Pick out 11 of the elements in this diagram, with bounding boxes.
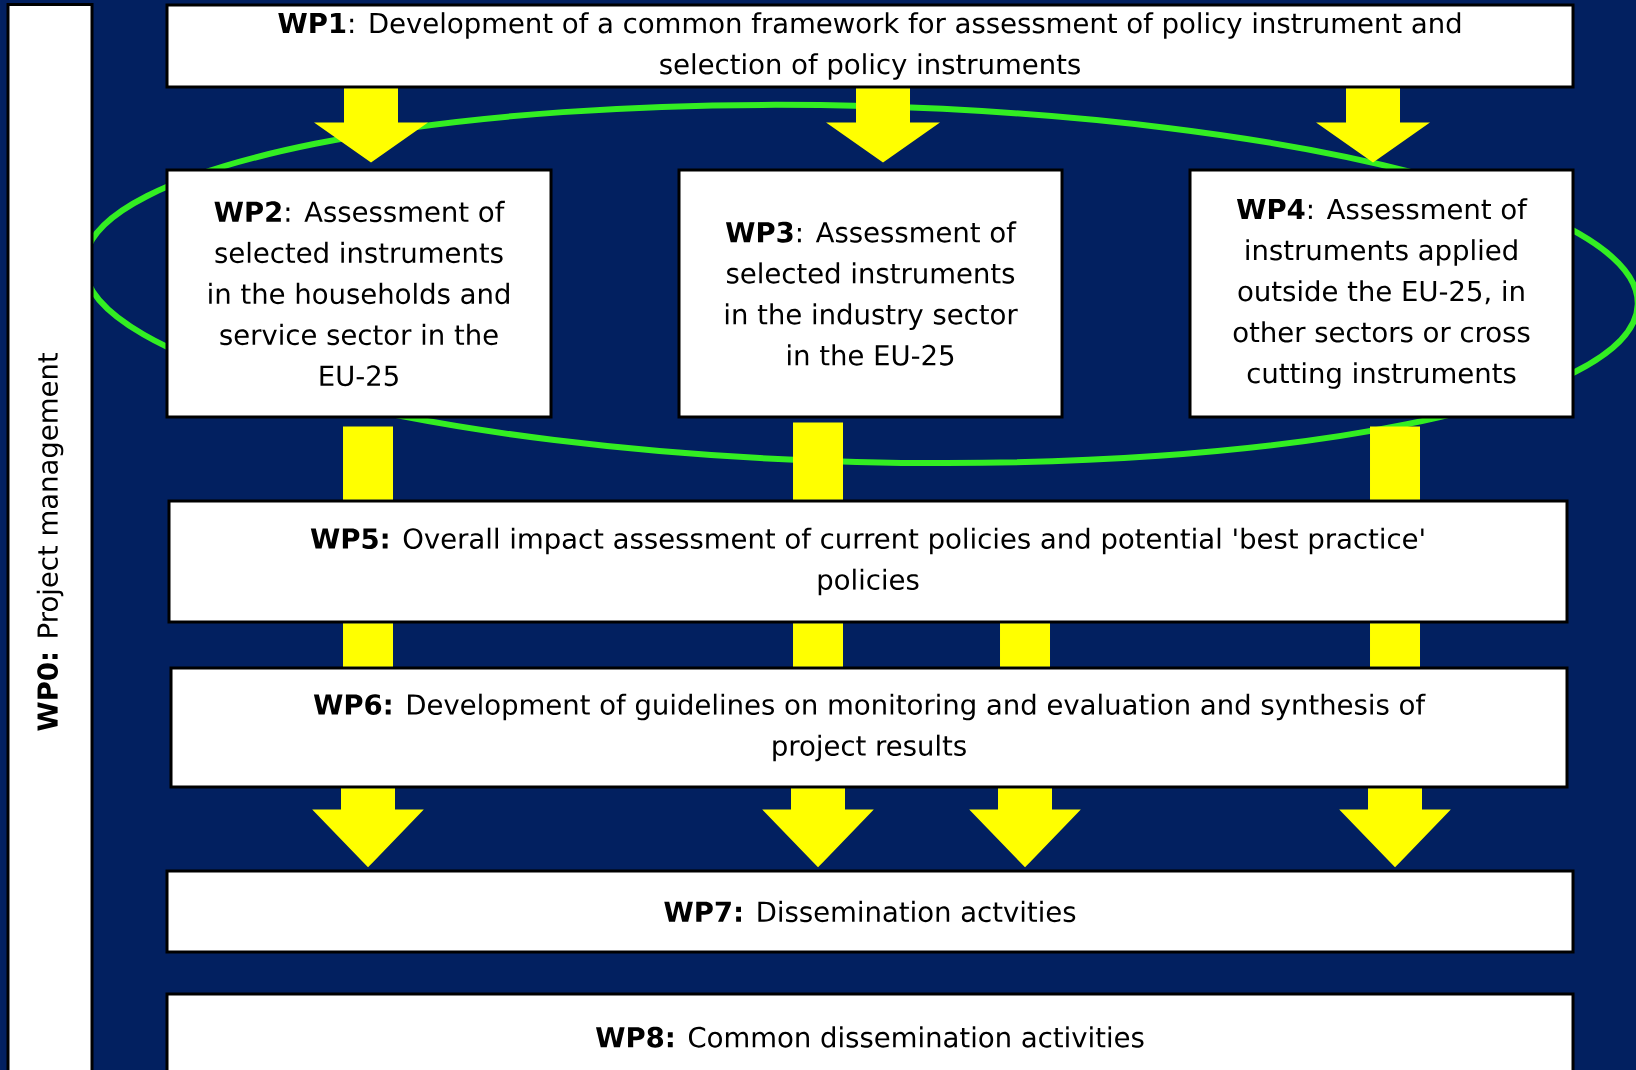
- work-package-box: WP4: Assessment of instruments applied outside the EU-25, in other sectors or cross cutting instruments: [1188, 168, 1575, 419]
- work-package-box: WP8: Common dissemination activities: [165, 992, 1575, 1070]
- work-package-box: WP0: Project management: [6, 3, 94, 1070]
- work-package-box: WP1: Development of a common framework for assessment of policy instrument and selection of policy instruments: [165, 3, 1575, 89]
- connector-bar: [343, 426, 393, 500]
- work-package-box: WP2: Assessment of selected instruments in the households and service sector in the EU-25: [165, 168, 553, 419]
- work-package-box: WP5: Overall impact assessment of current policies and potential 'best practice' policies: [167, 499, 1569, 624]
- connector-bar: [1370, 426, 1420, 500]
- work-package-box: WP6: Development of guidelines on monitoring and evaluation and synthesis of project results: [169, 666, 1569, 789]
- work-package-box: WP7: Dissemination actvities: [165, 869, 1575, 954]
- work-package-box: WP3: Assessment of selected instruments in the industry sector in the EU-25: [677, 168, 1064, 419]
